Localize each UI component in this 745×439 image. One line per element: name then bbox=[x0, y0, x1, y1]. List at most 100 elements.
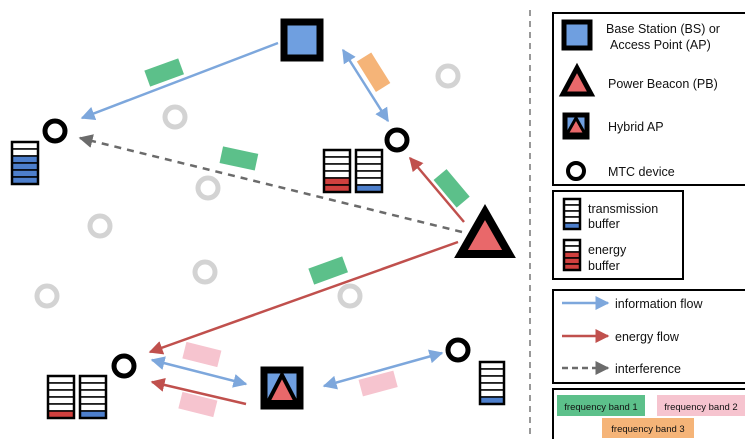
transmission-buffer-icon bbox=[354, 148, 384, 194]
info-flow-arrow bbox=[341, 48, 390, 123]
inactive-device-icon bbox=[34, 283, 60, 309]
buffer-cell bbox=[355, 170, 383, 179]
buffer-cell bbox=[79, 403, 107, 412]
interference-arrow bbox=[78, 134, 463, 234]
mtc-device-icon bbox=[445, 337, 471, 363]
band2-tag bbox=[178, 391, 218, 418]
buffer-cell bbox=[47, 403, 75, 412]
base-station-icon bbox=[280, 18, 324, 62]
legend-bs-icon bbox=[561, 19, 593, 51]
energy-buffer-icon bbox=[46, 374, 76, 420]
energy-flow-arrow bbox=[150, 378, 247, 406]
band1-tag bbox=[433, 169, 470, 208]
legend-band1-label: frequency band 1 bbox=[564, 402, 637, 413]
buffer-cell bbox=[479, 382, 505, 391]
legend-hybrid-triangle bbox=[564, 114, 588, 136]
buffer-frame bbox=[354, 148, 384, 194]
inactive-devices bbox=[34, 63, 461, 309]
flows bbox=[78, 41, 465, 406]
buffer-cell bbox=[11, 162, 39, 171]
buffer-cell bbox=[479, 389, 505, 398]
buffer-frame bbox=[46, 374, 76, 420]
legend-band1-swatch bbox=[557, 395, 645, 416]
legend-box-bands bbox=[552, 388, 745, 439]
band-tags bbox=[144, 52, 470, 418]
transmission-buffer-icon bbox=[10, 140, 40, 186]
inactive-device-icon bbox=[192, 259, 218, 285]
hybrid-ap-icon bbox=[260, 366, 304, 410]
legend-tx-buffer-label-line2: buffer bbox=[588, 217, 620, 231]
legend-band2-label: frequency band 2 bbox=[664, 402, 737, 413]
legend-box-flows bbox=[552, 289, 745, 384]
legend: Base Station (BS) or Access Point (AP) P… bbox=[552, 12, 745, 439]
inactive-device-icon bbox=[87, 213, 113, 239]
buffer-cell bbox=[79, 396, 107, 405]
buffer-cell bbox=[79, 389, 107, 398]
buffer-cell bbox=[47, 382, 75, 391]
legend-bs-label-line2: Access Point (AP) bbox=[610, 38, 711, 52]
buffer-cell bbox=[11, 169, 39, 178]
mtc-device-icon bbox=[42, 118, 68, 144]
legend-energy-flow-label: energy flow bbox=[615, 330, 680, 344]
transmission-buffer-icon bbox=[78, 374, 108, 420]
legend-hybrid-label: Hybrid AP bbox=[608, 120, 664, 134]
buffer-frame bbox=[322, 148, 352, 194]
buffer-cell bbox=[11, 155, 39, 164]
buffer-cell bbox=[323, 170, 351, 179]
legend-band3-label: frequency band 3 bbox=[611, 424, 684, 435]
transmission-buffer-icon bbox=[478, 360, 506, 406]
info-flow-arrow bbox=[322, 349, 444, 390]
band1-tag bbox=[144, 58, 184, 87]
inactive-device-icon bbox=[435, 63, 461, 89]
info-flow-arrow bbox=[80, 41, 279, 121]
buffer-cell bbox=[355, 156, 383, 165]
buffer-frame bbox=[562, 197, 582, 231]
buffer-cell bbox=[563, 245, 581, 253]
inactive-device-icon bbox=[162, 104, 188, 130]
mtc-device-icon bbox=[111, 353, 137, 379]
band2-tag bbox=[182, 341, 222, 368]
legend-interference-label: interference bbox=[615, 362, 681, 376]
buffer-cell bbox=[563, 204, 581, 212]
buffer-cell bbox=[479, 368, 505, 377]
buffer-cell bbox=[563, 257, 581, 265]
buffer-cell bbox=[355, 177, 383, 186]
buffer-cell bbox=[323, 163, 351, 172]
band1-tag bbox=[308, 256, 348, 285]
buffer-cell bbox=[47, 396, 75, 405]
legend-pb-icon bbox=[558, 62, 596, 97]
buffer-cell bbox=[355, 163, 383, 172]
band3-tag bbox=[356, 52, 391, 93]
inactive-device-icon bbox=[195, 175, 221, 201]
info-flow-arrow bbox=[150, 356, 248, 388]
legend-energy-buffer-label-line2: buffer bbox=[588, 259, 620, 273]
buffer-frame bbox=[10, 140, 40, 186]
legend-bs-label: Base Station (BS) or bbox=[606, 22, 720, 36]
buffer-frame bbox=[478, 360, 506, 406]
legend-energy-buffer-label: energy bbox=[588, 243, 627, 257]
buffer-cell bbox=[563, 210, 581, 218]
buffer-cell bbox=[11, 148, 39, 157]
legend-energy-buffer-icon bbox=[562, 238, 582, 272]
legend-tx-buffer-label: transmission bbox=[588, 202, 658, 216]
buffer-cell bbox=[47, 389, 75, 398]
legend-band3-swatch bbox=[602, 418, 694, 438]
band2-tag bbox=[358, 370, 398, 397]
buffer-cell bbox=[563, 251, 581, 259]
legend-tx-buffer-icon bbox=[562, 197, 582, 231]
power-beacon-icon bbox=[454, 203, 516, 258]
legend-box-buffers bbox=[552, 190, 684, 280]
mtc-device-icon bbox=[384, 127, 410, 153]
energy-flow-arrow bbox=[409, 156, 465, 223]
legend-info-flow-label: information flow bbox=[615, 297, 704, 311]
buffer-cell bbox=[79, 382, 107, 391]
buffer-frame bbox=[562, 238, 582, 272]
energy-flow-arrow bbox=[148, 240, 459, 355]
mtc-devices bbox=[42, 118, 471, 379]
buffers bbox=[10, 140, 506, 420]
buffer-cell bbox=[323, 177, 351, 186]
energy-buffer-icon bbox=[322, 148, 352, 194]
inactive-device-icon bbox=[337, 283, 363, 309]
buffer-frame bbox=[78, 374, 108, 420]
